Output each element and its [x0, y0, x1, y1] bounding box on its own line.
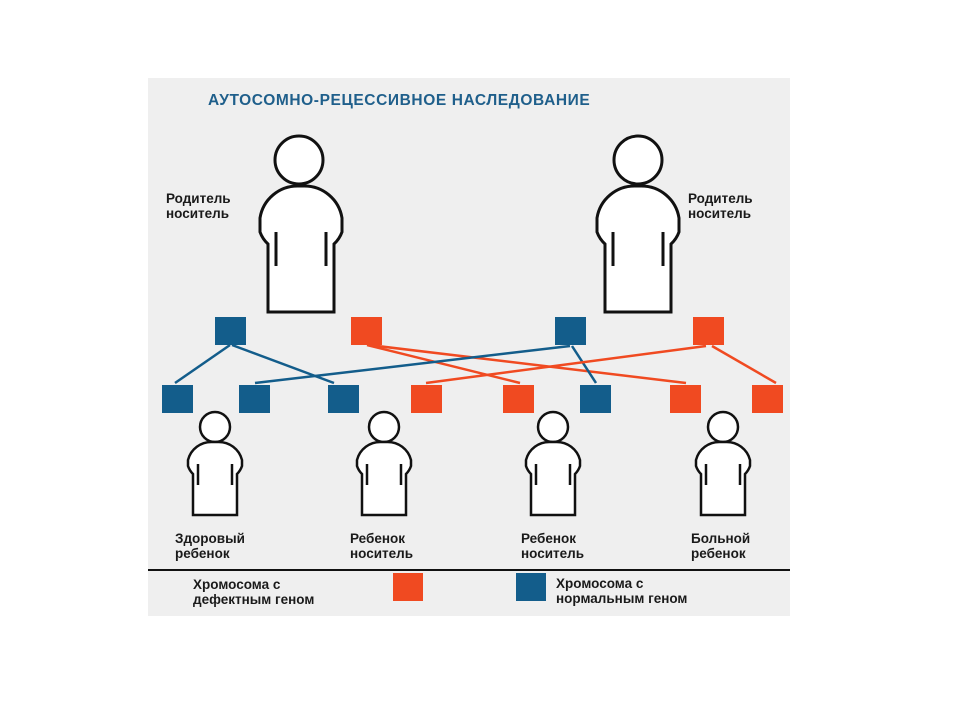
legend-normal-swatch — [516, 573, 546, 601]
normal-line — [254, 344, 571, 385]
parent-body — [595, 184, 681, 314]
normal-chromosome — [580, 385, 611, 413]
defective-line — [366, 343, 521, 385]
legend-normal-label: Хромосома с нормальным геном — [556, 576, 688, 606]
parent-head — [612, 134, 664, 186]
normal-line — [231, 343, 335, 385]
normal-chromosome — [162, 385, 193, 413]
defective-line — [368, 343, 687, 385]
normal-chromosome — [328, 385, 359, 413]
defective-chromosome — [670, 385, 701, 413]
parent-chromosomes — [215, 317, 724, 345]
child-head — [536, 410, 570, 444]
parent-body — [258, 184, 344, 314]
defective-chromosome — [411, 385, 442, 413]
defective-chromosome — [693, 317, 724, 345]
child-head — [706, 410, 740, 444]
normal-chromosome — [215, 317, 246, 345]
child-figure — [694, 410, 752, 517]
child-figure — [524, 410, 582, 517]
defective-chromosome — [351, 317, 382, 345]
defective-line — [711, 344, 777, 385]
normal-chromosome — [239, 385, 270, 413]
legend-defective-swatch — [393, 573, 423, 601]
child-figure — [355, 410, 413, 517]
child-label: Ребенок носитель — [350, 531, 414, 561]
parent-label: Родитель носитель — [166, 191, 231, 221]
parent-label: Родитель носитель — [688, 191, 753, 221]
parent-figure — [258, 134, 344, 314]
defective-chromosome — [752, 385, 783, 413]
child-label: Ребенок носитель — [521, 531, 585, 561]
parent-head — [273, 134, 325, 186]
diagram-title: АУТОСОМНО-РЕЦЕССИВНОЕ НАСЛЕДОВАНИЕ — [208, 92, 591, 109]
parent-figure — [595, 134, 681, 314]
legend-defective-label: Хромосома с дефектным геном — [193, 577, 315, 607]
child-head — [367, 410, 401, 444]
child-figure — [186, 410, 244, 517]
defective-chromosome — [503, 385, 534, 413]
inheritance-lines — [174, 343, 777, 385]
normal-line — [174, 343, 231, 385]
normal-chromosome — [555, 317, 586, 345]
child-label: Больной ребенок — [691, 531, 751, 561]
normal-line — [570, 345, 598, 384]
defective-line — [425, 344, 707, 385]
diagram-panel — [148, 78, 790, 616]
child-chromosomes — [162, 385, 783, 413]
child-head — [198, 410, 232, 444]
child-label: Здоровый ребенок — [175, 531, 245, 561]
